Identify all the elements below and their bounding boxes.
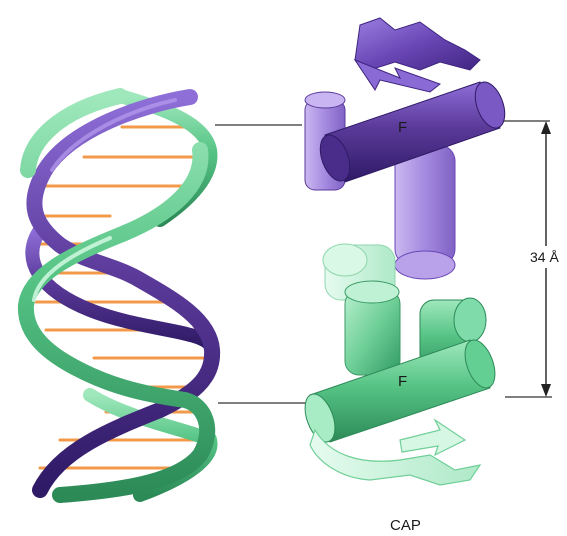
arrowhead-down (541, 384, 551, 397)
protein-name-label: CAP (390, 517, 421, 534)
beta-sheet (355, 18, 480, 70)
helix-cylinder (395, 145, 455, 279)
subunit-bottom-label: F (398, 373, 407, 390)
subunit-top-label: F (398, 119, 407, 136)
distance-label: 34 Å (530, 249, 559, 265)
beta-arrow (400, 420, 465, 455)
cap-bottom-subunit: F (299, 244, 501, 485)
cap-top-subunit: F (305, 18, 510, 279)
dna-double-helix (26, 96, 212, 495)
helix-cylinder (345, 281, 400, 375)
arrowhead-up (541, 121, 551, 134)
distance-arrow: 34 Å (528, 121, 564, 397)
